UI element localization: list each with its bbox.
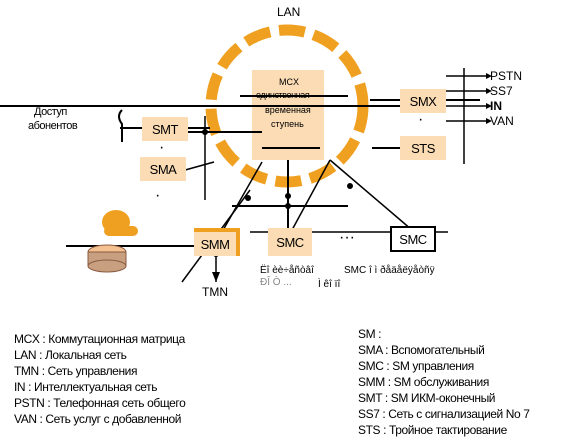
garbled-left-2: ÐÎ Ò ...	[260, 277, 292, 288]
handset-cord-icon	[104, 226, 138, 236]
legend-left: MCX : Коммутационная матрица LAN : Локал…	[14, 331, 186, 427]
garbled-right-2: Ì êî ïî	[318, 279, 341, 290]
tmn-label: TMN	[202, 285, 228, 299]
legend-pstn: PSTN : Телефонная сеть общего	[14, 396, 186, 410]
dots-vertical-left: ·	[159, 139, 165, 156]
access-label-1: Доступ	[34, 106, 67, 118]
dots-vertical-right: ·	[418, 111, 424, 128]
legend-van: VAN : Сеть услуг с добавленной	[14, 412, 182, 426]
smt-node: SMT	[142, 117, 188, 141]
legend-lan: LAN : Локальная сеть	[14, 348, 127, 362]
ss7-arrow	[486, 88, 492, 94]
van-label: VAN	[490, 114, 514, 128]
garbled-left-1: Ëî èè÷åñòâî	[260, 265, 314, 276]
junction-2	[285, 193, 291, 199]
smc-node: SMC	[268, 228, 312, 256]
smx-node: SMX	[400, 89, 446, 113]
legend-in: IN : Интеллектуальная сеть	[14, 380, 158, 394]
mcx-title: MCX	[279, 77, 299, 87]
diag-to-smm	[221, 161, 263, 233]
mcx-block	[252, 70, 324, 160]
legend-smc: SMC : SM управления	[358, 359, 474, 373]
smc-node-2: SMC	[390, 226, 436, 252]
access-label-2: абонентов	[28, 120, 78, 132]
pstn-arrow	[486, 73, 492, 79]
legend-smm: SMM : SM обслуживания	[358, 375, 489, 389]
garbled-right-1: SMC î ì ðåäåëÿåòñÿ	[344, 265, 435, 276]
legend-sts: STS : Тройное тактирование	[358, 423, 507, 437]
junction-3	[285, 203, 291, 209]
legend-right: SM : SMA : Вспомогательный SMC : SM упра…	[358, 326, 530, 438]
ss7-label: SS7	[490, 84, 513, 98]
junction-4	[347, 183, 353, 189]
diag-to-smc2	[329, 159, 413, 231]
in-arrow	[486, 103, 492, 109]
dots-vertical-left-2: ·	[155, 187, 161, 204]
smm-node: SMM	[194, 228, 240, 256]
dots-horizontal: ···	[339, 229, 355, 246]
legend-ss7: SS7 : Сеть с сигнализацией No 7	[358, 407, 530, 421]
lan-label: LAN	[277, 5, 301, 19]
van-arrow	[486, 118, 492, 124]
legend-smt: SMT : SM ИКМ-оконечный	[358, 391, 496, 405]
diag-to-smc	[291, 159, 331, 231]
smt-bracket-left	[118, 109, 123, 142]
mcx-line-4: ступень	[271, 119, 304, 129]
in-label: IN	[490, 99, 502, 113]
sts-node: STS	[400, 136, 446, 160]
legend-tmn: TMN : Сеть управления	[14, 364, 138, 378]
legend-sma: SMA : Вспомогательный	[358, 343, 485, 357]
sma-node: SMA	[140, 157, 186, 181]
legend-mcx: MCX : Коммутационная матрица	[14, 332, 185, 346]
mcx-line-3: временная	[265, 105, 311, 115]
legend-sm: SM :	[358, 327, 382, 341]
tmn-arrow	[212, 272, 220, 282]
junction-5	[245, 195, 251, 201]
disk-icon-bottom	[87, 259, 127, 273]
pstn-label: PSTN	[490, 69, 523, 83]
junction-1	[202, 129, 208, 135]
mcx-line-2: единственная	[256, 90, 310, 100]
